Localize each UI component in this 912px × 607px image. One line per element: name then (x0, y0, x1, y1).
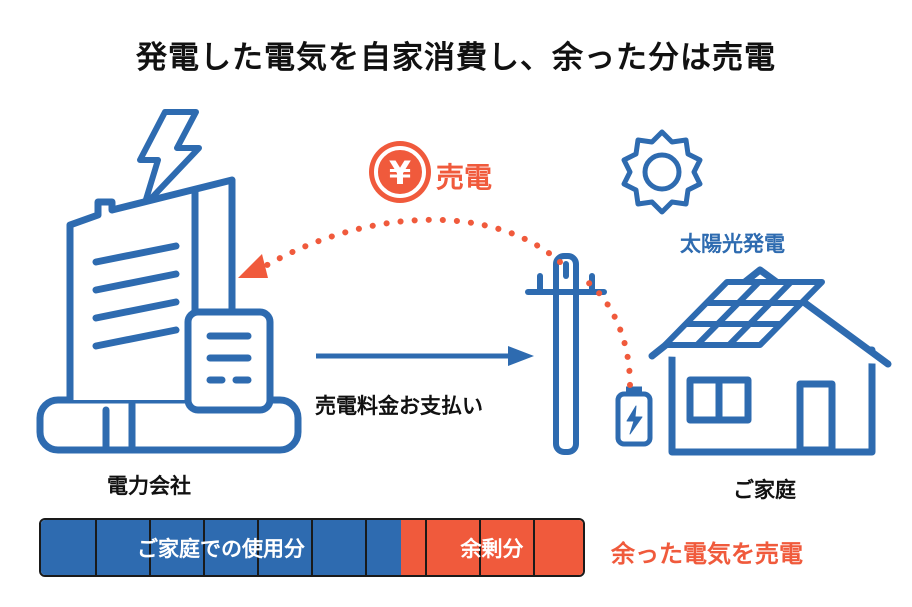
payment-label: 売電料金お支払い (315, 394, 483, 418)
payment-arrow (316, 346, 534, 366)
lightning-icon (137, 109, 202, 209)
sell-surplus-label: 余った電気を売電 (611, 540, 803, 568)
self-use-label: ご家庭での使用分 (137, 536, 305, 561)
home-label: ご家庭 (733, 478, 796, 502)
power-company-label: 電力会社 (107, 474, 191, 498)
solar-power-label: 太陽光発電 (680, 232, 785, 256)
sell-flow-dots (259, 216, 633, 388)
yen-coin-icon: ¥ (369, 141, 431, 203)
solar-panel-icon (662, 279, 825, 348)
surplus-segment: 余剰分 (401, 520, 583, 575)
page-title: 発電した電気を自家消費し、余った分は売電 (136, 40, 776, 76)
sell-label: 売電 (436, 161, 493, 194)
sell-flow-arrowhead (238, 254, 268, 278)
usage-bar: ご家庭での使用分 余剰分 (39, 518, 585, 577)
yen-symbol: ¥ (389, 154, 411, 192)
self-use-segment: ご家庭での使用分 (41, 520, 401, 575)
surplus-label: 余剰分 (460, 536, 524, 561)
utility-pole (525, 253, 607, 455)
power-company-building (36, 176, 302, 454)
house-icon (648, 266, 892, 456)
sun-icon (621, 129, 703, 215)
battery-icon (615, 386, 653, 447)
